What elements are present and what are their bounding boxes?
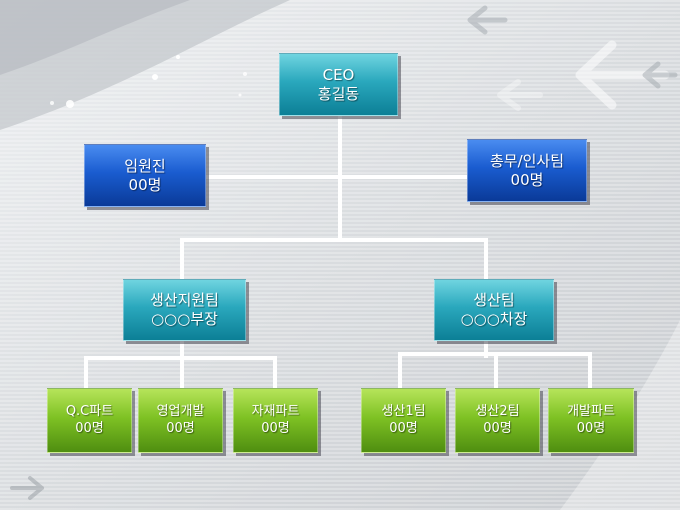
node-title: Q.C파트 — [65, 404, 114, 420]
node-count: 00명 — [261, 420, 290, 436]
node-count: 00명 — [166, 420, 195, 436]
node-title: 개발파트 — [567, 404, 615, 420]
node-title: 자재파트 — [251, 404, 300, 420]
org-node-development-part: 개발파트 00명 — [548, 388, 634, 453]
org-node-production-1: 생산1팀 00명 — [361, 388, 446, 453]
connector-teams-horizontal — [180, 238, 488, 242]
connector-part-dev-vertical — [588, 352, 592, 390]
org-node-general-hr: 총무/인사팀 00명 — [467, 139, 587, 202]
node-count: 00명 — [483, 420, 512, 436]
connector-part-qc-vertical — [84, 356, 88, 390]
node-title: 총무/인사팀 — [489, 151, 565, 170]
connector-part-sales-vertical — [180, 356, 184, 390]
org-node-qc-part: Q.C파트 00명 — [47, 388, 132, 453]
org-node-executives: 임원진 00명 — [84, 144, 206, 207]
node-title: 생산1팀 — [381, 404, 426, 420]
node-title: 영업개발 — [156, 404, 205, 420]
node-name: 홍길동 — [317, 84, 360, 103]
connector-left-down — [180, 340, 184, 358]
node-title: 임원진 — [124, 156, 166, 175]
connector-staff-horizontal — [205, 175, 470, 179]
node-title: 생산지원팀 — [149, 291, 219, 310]
left-arrow-icon — [575, 40, 670, 110]
right-arrow-icon — [10, 476, 44, 500]
node-count: 00명 — [75, 420, 104, 436]
org-node-production: 생산팀 ○○○차장 — [434, 279, 554, 341]
node-count: 00명 — [510, 170, 544, 189]
connector-team-right-vertical — [484, 238, 488, 280]
left-arrow-icon — [642, 61, 678, 89]
connector-right-down — [484, 340, 488, 358]
node-count: 00명 — [128, 175, 162, 194]
node-title: 생산2팀 — [475, 404, 520, 420]
connector-part-prod2-vertical — [494, 352, 498, 390]
connector-part-materials-vertical — [273, 356, 277, 390]
left-arrow-icon — [497, 79, 543, 111]
left-arrow-icon — [467, 5, 508, 35]
org-node-materials-part: 자재파트 00명 — [233, 388, 318, 453]
org-node-production-2: 생산2팀 00명 — [455, 388, 540, 453]
org-node-sales-dev: 영업개발 00명 — [138, 388, 223, 453]
connector-part-prod1-vertical — [398, 352, 402, 390]
connector-team-left-vertical — [180, 238, 184, 280]
node-head: ○○○부장 — [151, 310, 218, 328]
node-head: ○○○차장 — [460, 310, 528, 328]
node-count: 00명 — [576, 420, 606, 436]
node-title: CEO — [322, 65, 355, 84]
node-title: 생산팀 — [473, 291, 515, 310]
org-node-production-support: 생산지원팀 ○○○부장 — [123, 279, 246, 341]
org-node-ceo: CEO 홍길동 — [279, 53, 398, 116]
node-count: 00명 — [389, 420, 418, 436]
